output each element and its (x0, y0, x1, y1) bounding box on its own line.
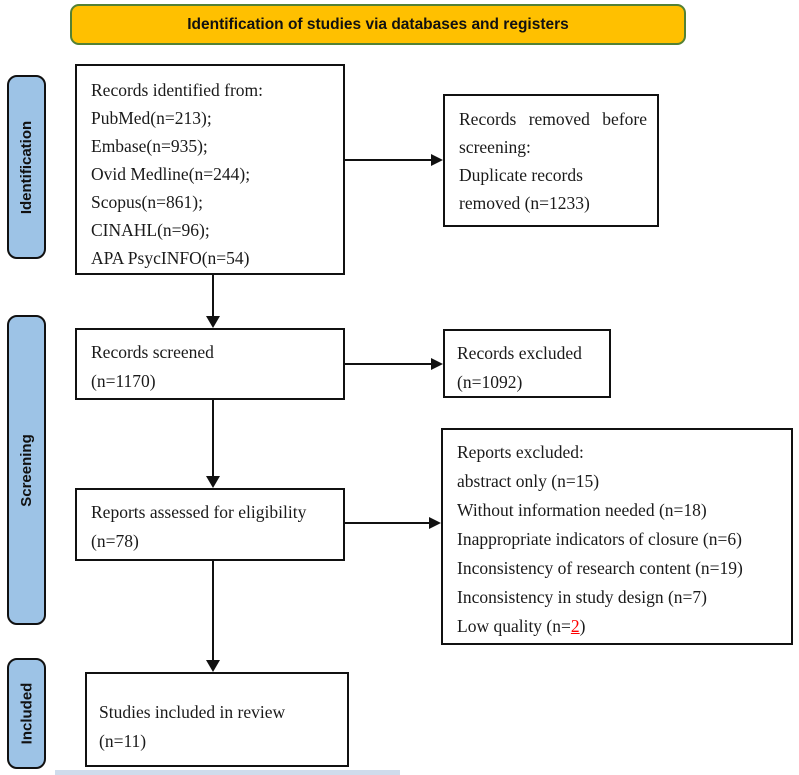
records-screened-line: Records screened (91, 342, 214, 362)
box-studies-included: Studies included in review (n=11) (85, 672, 349, 767)
low-quality-suffix: ) (579, 616, 586, 636)
box-records-identified: Records identified from: PubMed(n=213); … (75, 64, 345, 275)
records-identified-line: CINAHL(n=96); (91, 220, 210, 240)
box-reports-assessed: Reports assessed for eligibility (n=78) (75, 488, 345, 561)
low-quality-prefix: Low quality (n= (457, 616, 571, 636)
arrow-screened-to-excluded-line (345, 363, 432, 365)
header-banner-label: Identification of studies via databases … (187, 15, 569, 33)
records-excluded-line: (n=1092) (457, 372, 523, 392)
studies-included-line: (n=11) (99, 731, 147, 751)
studies-included-line: Studies included in review (99, 702, 286, 722)
reports-excluded-line: Without information needed (n=18) (457, 500, 707, 520)
arrow-identified-to-screened-line (212, 275, 214, 317)
arrow-assessed-to-included-line (212, 561, 214, 661)
low-quality-count-highlight: 2 (570, 616, 580, 636)
records-identified-line: Ovid Medline(n=244); (91, 164, 251, 184)
records-identified-line: Records identified from: (91, 80, 264, 100)
arrow-screened-to-excluded-head (431, 358, 443, 370)
reports-excluded-line: Inconsistency of research content (n=19) (457, 558, 743, 578)
records-removed-line: Records removed before (459, 109, 647, 129)
stage-label-screening-text: Screening (18, 433, 35, 507)
records-removed-line: removed (n=1233) (459, 193, 590, 213)
box-reports-excluded: Reports excluded: abstract only (n=15) W… (441, 428, 793, 645)
arrow-identified-to-removed-line (345, 159, 432, 161)
reports-excluded-line: Inconsistency in study design (n=7) (457, 587, 707, 607)
stage-label-identification-text: Identification (18, 120, 35, 214)
records-screened-line: (n=1170) (91, 371, 156, 391)
header-banner: Identification of studies via databases … (70, 4, 686, 45)
records-removed-line: screening: (459, 137, 531, 157)
stage-label-included-text: Included (18, 682, 36, 745)
box-records-removed: Records removed before screening: Duplic… (443, 94, 659, 227)
reports-excluded-title: Reports excluded: (457, 442, 584, 462)
arrow-identified-to-screened-head (206, 316, 220, 328)
box-records-excluded: Records excluded (n=1092) (443, 329, 611, 398)
reports-excluded-low-quality-line: Low quality (n=2) (457, 612, 781, 641)
records-excluded-line: Records excluded (457, 343, 582, 363)
cropped-edge-strip (55, 770, 400, 775)
records-identified-line: Embase(n=935); (91, 136, 208, 156)
reports-assessed-line: Reports assessed for eligibility (91, 502, 307, 522)
reports-excluded-line: Inappropriate indicators of closure (n=6… (457, 529, 742, 549)
records-identified-line: PubMed(n=213); (91, 108, 212, 128)
box-records-screened: Records screened (n=1170) (75, 328, 345, 400)
arrow-assessed-to-reports-excluded-head (429, 517, 441, 529)
records-removed-line: Duplicate records (459, 165, 583, 185)
arrow-assessed-to-included-head (206, 660, 220, 672)
stage-label-identification: Identification (7, 75, 46, 259)
arrow-screened-to-assessed-line (212, 400, 214, 477)
stage-label-included: Included (7, 658, 46, 769)
records-identified-line: Scopus(n=861); (91, 192, 203, 212)
reports-excluded-line: abstract only (n=15) (457, 471, 600, 491)
reports-assessed-line: (n=78) (91, 531, 139, 551)
stage-label-screening: Screening (7, 315, 46, 625)
arrow-identified-to-removed-head (431, 154, 443, 166)
arrow-screened-to-assessed-head (206, 476, 220, 488)
records-identified-line: APA PsycINFO(n=54) (91, 248, 250, 268)
arrow-assessed-to-reports-excluded-line (345, 522, 430, 524)
